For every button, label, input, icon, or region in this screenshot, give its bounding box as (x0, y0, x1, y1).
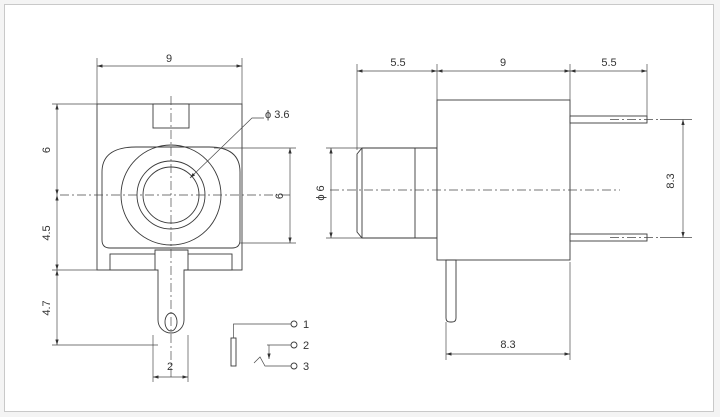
pin3-terminal (290, 362, 298, 370)
pin3-wire (253, 356, 291, 367)
label-front-lower: 4.5 (41, 225, 53, 240)
nut-outline (101, 146, 241, 249)
pin-schematic: 1 2 3 (230, 319, 309, 373)
pin1-terminal (290, 320, 298, 328)
solder-lug (154, 249, 189, 334)
label-lug-height: 4.7 (41, 300, 53, 315)
jack-sleeve-symbol (230, 337, 237, 367)
label-pin1: 1 (303, 319, 309, 331)
label-side-right: 5.5 (601, 57, 616, 69)
leader-hole-diameter (189, 117, 264, 179)
bottom-pin (445, 259, 457, 323)
label-front-width: 9 (166, 53, 172, 65)
front-body-outline (96, 103, 243, 271)
label-pin2: 2 (303, 340, 309, 352)
label-bottom-pin: 8.3 (500, 339, 515, 351)
label-side-left: 5.5 (390, 57, 405, 69)
pin2-terminal (290, 341, 298, 349)
side-body-outline (436, 99, 571, 261)
front-view (60, 96, 290, 380)
front-dimensions: 9 6 4.5 4.7 2 ϕ 3.6 6 (41, 53, 296, 382)
label-bushing-height: 6 (274, 193, 286, 199)
label-front-upper: 6 (41, 147, 53, 153)
label-lug-width: 2 (167, 361, 173, 373)
side-dimensions: 5.5 9 5.5 ϕ 6 8.3 8.3 (315, 57, 692, 360)
label-barrel-diameter: ϕ 6 (315, 185, 327, 200)
pin1-wire (233, 323, 291, 338)
side-view (330, 99, 660, 323)
label-hole-diameter: ϕ 3.6 (265, 109, 290, 121)
barrel (356, 147, 438, 239)
label-side-body: 9 (500, 57, 506, 69)
label-pin3: 3 (303, 361, 309, 373)
label-pin-spacing: 8.3 (665, 173, 677, 188)
